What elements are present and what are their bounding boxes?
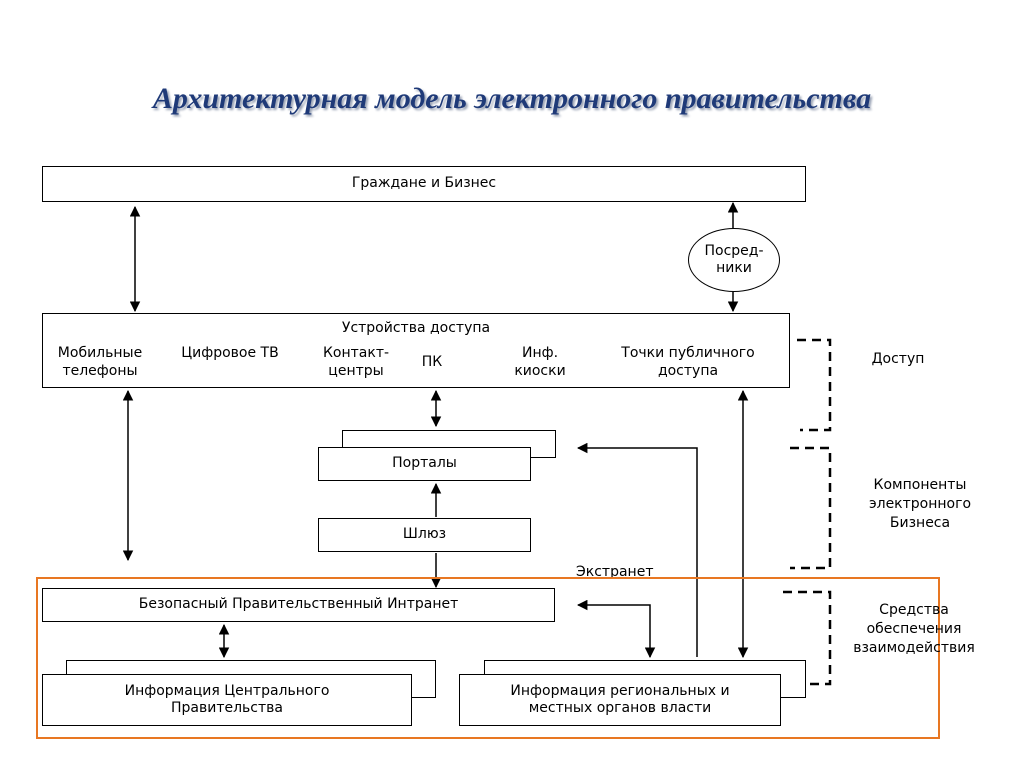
gateway-box: Шлюз: [318, 518, 531, 552]
layer-ebusiness-label: Компоненты электронного Бизнеса: [868, 477, 972, 531]
contact-centers-label: Контакт- центры: [322, 345, 390, 380]
access-devices-title: Устройства доступа: [341, 320, 491, 336]
regional-info-box: Информация региональных и местных органо…: [459, 674, 781, 726]
intermediaries-node: Посред- ники: [688, 228, 780, 292]
regional-info-label: Информация региональных и местных органо…: [510, 682, 730, 717]
extranet-label: Экстранет: [576, 564, 654, 580]
central-info-label: Информация Центрального Правительства: [124, 682, 330, 717]
layer-access-label: Доступ: [871, 351, 925, 367]
page-title: Архитектурная модель электронного правит…: [152, 82, 872, 115]
arrow-extranet-portals: [576, 442, 698, 657]
pc-label: ПК: [421, 354, 443, 370]
access-devices-box: Устройства доступа: [42, 313, 790, 388]
bracket-interaction: [783, 590, 832, 686]
intranet-box: Безопасный Правительственный Интранет: [42, 588, 555, 622]
interaction-highlight-frame: [36, 577, 940, 739]
layer-interaction-label: Средства обеспечения взаимодействия: [853, 602, 975, 656]
central-info-box: Информация Центрального Правительства: [42, 674, 412, 726]
bracket-access: [797, 338, 832, 432]
info-kiosks-label: Инф. киоски: [514, 345, 566, 380]
portals-box: Порталы: [318, 447, 531, 481]
citizens-business-box: Граждане и Бизнес: [42, 166, 806, 202]
bracket-ebusiness: [790, 446, 832, 570]
portals-label: Порталы: [392, 455, 457, 472]
intermediaries-label: Посред- ники: [704, 243, 764, 276]
mobile-phones-label: Мобильные телефоны: [57, 345, 143, 380]
citizens-business-label: Граждане и Бизнес: [351, 175, 497, 192]
arrow-intranet-regional: [576, 599, 656, 659]
public-access-points-label: Точки публичного доступа: [621, 345, 755, 380]
gateway-label: Шлюз: [402, 526, 447, 543]
digital-tv-label: Цифровое ТВ: [181, 345, 279, 361]
intranet-label: Безопасный Правительственный Интранет: [138, 596, 459, 613]
